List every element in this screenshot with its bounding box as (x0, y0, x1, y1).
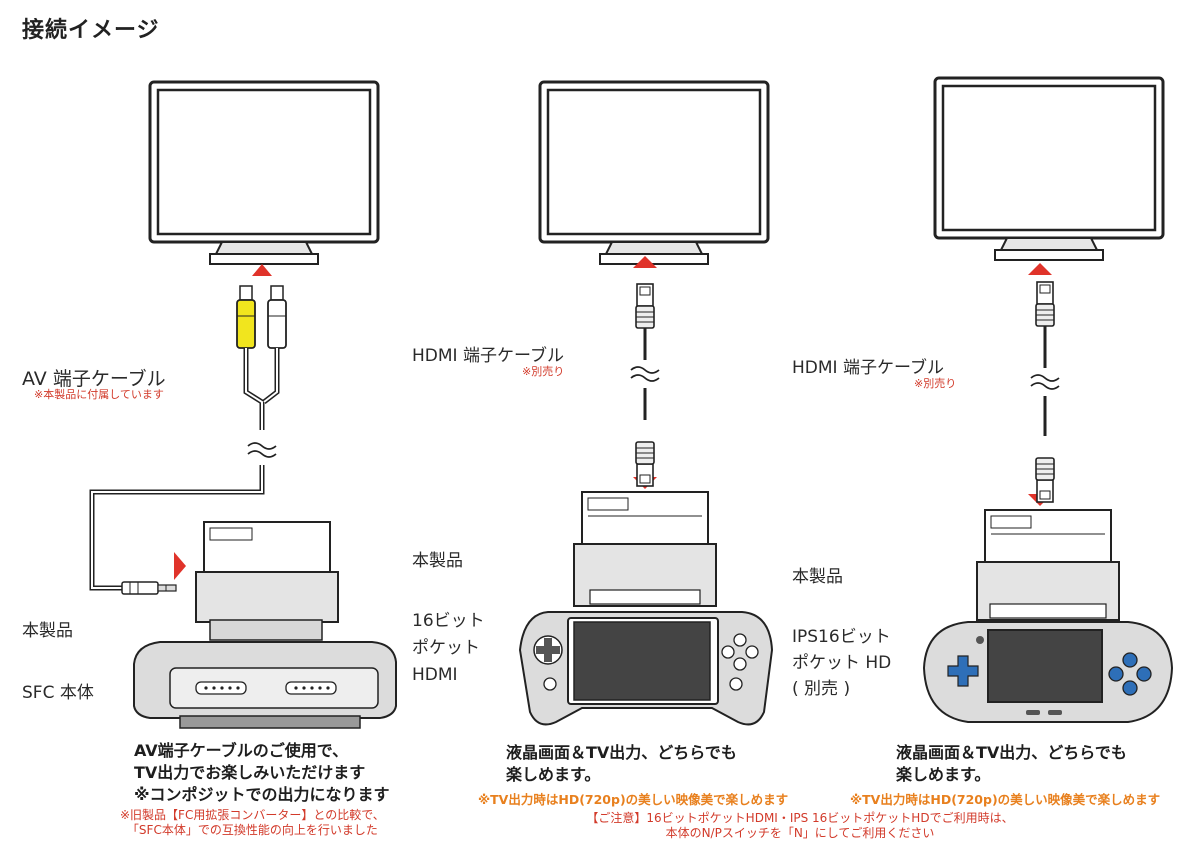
hdmi-cable-note-1: ※別売り (522, 365, 565, 378)
hdmi-description-2-line-1: 液晶画面＆TV出力、どちらでも (896, 743, 1127, 762)
product-label-1: 本製品 (22, 621, 73, 641)
tv-icon-3 (933, 76, 1165, 262)
hdmi-description-2: 液晶画面＆TV出力、どちらでも 楽しめます。 (896, 742, 1127, 786)
tv-icon-2 (538, 80, 770, 266)
ips-pocket-hd-device-icon (922, 509, 1174, 723)
av-cable-icon (89, 285, 287, 595)
hdmi-description-1-line-2: 楽しめます。 (506, 765, 601, 784)
pocket-hdmi-label-line-1: 16ビット (412, 611, 485, 631)
av-description-line-1: AV端子ケーブルのご使用で、 (134, 741, 349, 760)
pocket-hdmi-label-line-2: ポケット (412, 638, 480, 658)
ips-pocket-hd-label-line-2: ポケット HD (792, 653, 892, 673)
np-switch-caution-line-1: 【ご注意】16ビットポケットHDMI・IPS 16ビットポケットHDでご利用時は… (586, 811, 1014, 825)
hdmi-cable-icon-1 (630, 283, 660, 487)
av-cable-label: AV 端子ケーブル (22, 368, 166, 390)
hdmi-cable-label-2: HDMI 端子ケーブル (792, 358, 944, 378)
hdmi-description-1-line-1: 液晶画面＆TV出力、どちらでも (506, 743, 737, 762)
pocket-hdmi-device-icon (518, 491, 774, 726)
pocket-hdmi-label-line-3: HDMI (412, 665, 458, 685)
hdmi-description-2-line-2: 楽しめます。 (896, 765, 991, 784)
np-switch-caution-line-2: 本体のN/Pスイッチを「N」にしてご利用ください (665, 826, 935, 840)
ips-pocket-hd-label: IPS16ビット ポケット HD ( 別売 ) (792, 624, 891, 702)
sfc-console-label: SFC 本体 (22, 683, 94, 703)
ips-pocket-hd-label-line-1: IPS16ビット (792, 627, 891, 647)
hdmi-cable-icon-2 (1030, 281, 1060, 503)
tv-icon-1 (148, 80, 380, 266)
av-description-line-3: ※コンポジットでの出力になります (134, 785, 390, 804)
legacy-note-line-1: ※旧製品【FC用拡張コンバーター】との比較で、 (120, 808, 385, 822)
ips-pocket-hd-label-line-3: ( 別売 ) (792, 679, 851, 699)
np-switch-caution: 【ご注意】16ビットポケットHDMI・IPS 16ビットポケットHDでご利用時は… (520, 811, 1080, 841)
pocket-hdmi-label: 16ビット ポケット HDMI (412, 608, 485, 689)
product-label-3: 本製品 (792, 567, 843, 587)
hdmi-description-1: 液晶画面＆TV出力、どちらでも 楽しめます。 (506, 742, 737, 786)
page-title: 接続イメージ (22, 18, 160, 43)
hdmi-cable-note-2: ※別売り (914, 377, 957, 390)
av-description-line-2: TV出力でお楽しみいただけます (134, 763, 366, 782)
hd-output-note-2: ※TV出力時はHD(720p)の美しい映像美で楽しめます (850, 792, 1161, 807)
product-label-2: 本製品 (412, 551, 463, 571)
legacy-comparison-note: ※旧製品【FC用拡張コンバーター】との比較で、 「SFC本体」での互換性能の向上… (120, 808, 385, 838)
hdmi-cable-label-1: HDMI 端子ケーブル (412, 346, 564, 366)
sfc-console-icon (133, 521, 397, 729)
av-description: AV端子ケーブルのご使用で、 TV出力でお楽しみいただけます ※コンポジットでの… (134, 740, 390, 806)
hd-output-note-1: ※TV出力時はHD(720p)の美しい映像美で楽しめます (478, 792, 789, 807)
av-cable-note: ※本製品に付属しています (34, 388, 164, 401)
legacy-note-line-2: 「SFC本体」での互換性能の向上を行いました (126, 823, 378, 837)
